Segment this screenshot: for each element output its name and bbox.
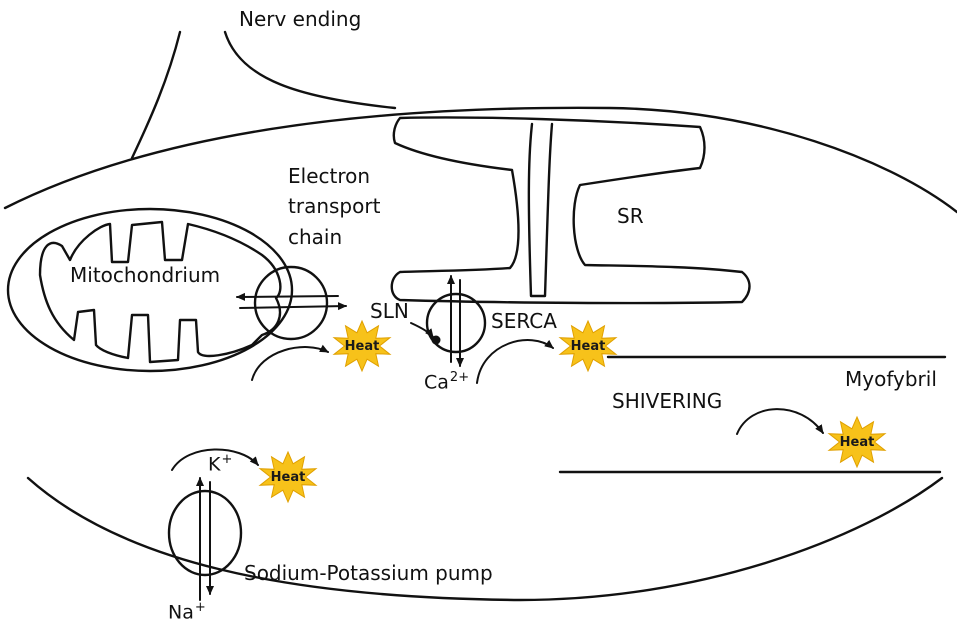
sln-pointer-arrow <box>410 322 434 338</box>
electron-transport-label-line2: transport <box>288 194 381 218</box>
potassium-ion-label: K+ <box>208 452 233 476</box>
shivering-label: SHIVERING <box>612 389 723 413</box>
heat-burst-etc: Heat <box>327 318 397 374</box>
heat-burst-serca: Heat <box>553 318 623 374</box>
nerve-ending-label: Nerv ending <box>239 7 362 31</box>
sr-outline <box>390 116 751 305</box>
serca-heat-curve-arrow <box>476 339 554 384</box>
mitochondrium-cristae <box>38 220 282 364</box>
sln-label: SLN <box>370 299 409 323</box>
heat-burst-shivering: Heat <box>822 414 892 470</box>
sr-label: SR <box>617 204 644 228</box>
etc-heat-curve-arrow <box>251 344 329 381</box>
pump-heat-curve-arrow <box>171 448 259 471</box>
sln-dot <box>431 335 441 345</box>
sodium-potassium-pump-label: Sodium-Potassium pump <box>244 561 493 585</box>
cell-membrane-bottom <box>26 476 944 602</box>
myofybril-label: Myofybril <box>845 367 937 391</box>
serca-protein-circle <box>425 292 487 354</box>
shivering-heat-curve-arrow <box>736 408 824 435</box>
heat-burst-pump: Heat <box>253 449 323 505</box>
nerve-ending-left-line <box>130 30 182 160</box>
serca-label: SERCA <box>491 309 557 333</box>
etc-arrow-left <box>236 292 339 301</box>
nerve-ending-right-line <box>223 30 397 110</box>
sodium-ion-label: Na+ <box>168 600 206 624</box>
sr-inner-channel <box>527 122 554 298</box>
calcium-ion-label: Ca2+ <box>424 370 470 394</box>
electron-transport-label-line1: Electron <box>288 164 371 188</box>
etc-protein-circle <box>253 265 329 341</box>
mitochondrium-outer <box>6 207 294 373</box>
cell-membrane-top <box>3 106 957 214</box>
nak-pump-circle <box>167 489 243 577</box>
electron-transport-label-line3: chain <box>288 225 343 249</box>
mitochondrium-label: Mitochondrium <box>70 263 221 287</box>
etc-arrow-right <box>239 302 347 311</box>
